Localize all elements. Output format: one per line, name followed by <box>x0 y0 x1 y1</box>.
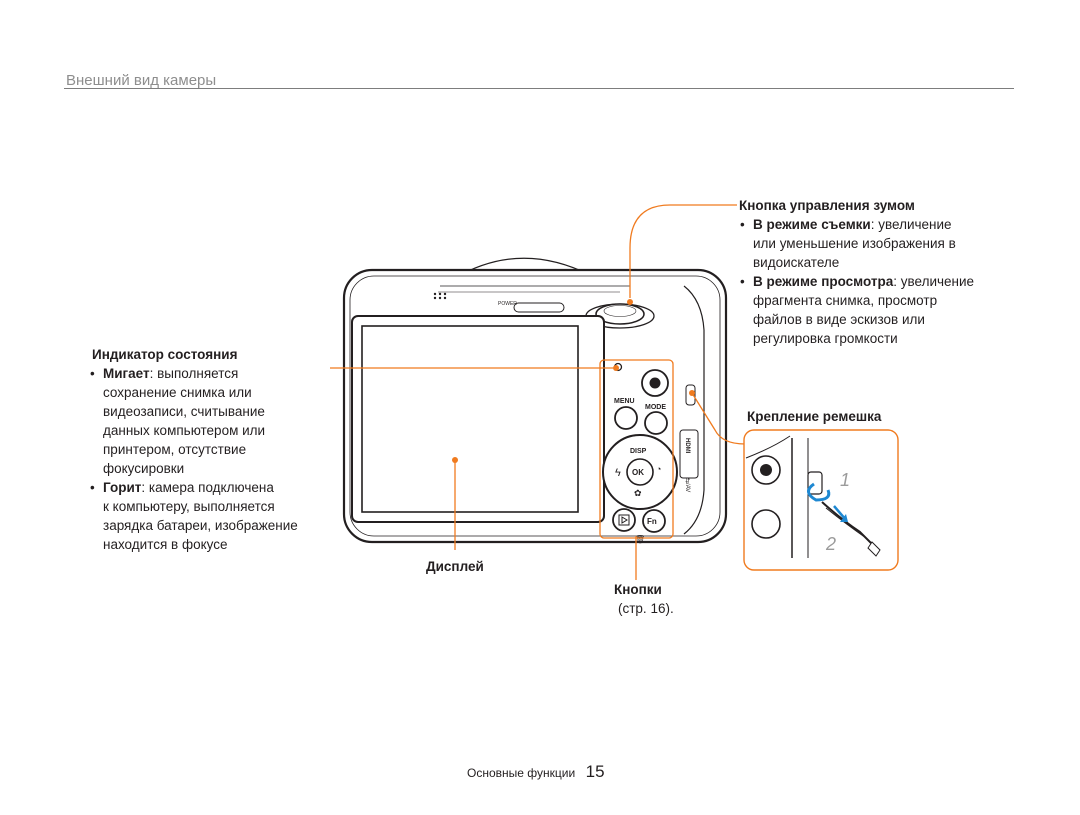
flash-icon: ϟ <box>615 467 621 479</box>
footer-section-name: Основные функции <box>467 766 576 780</box>
buttons-callout-title: Кнопки <box>614 582 662 597</box>
strap-loop <box>807 482 831 502</box>
ok-button <box>626 458 654 486</box>
playback-button <box>612 508 636 532</box>
strap-step-2: 2 <box>825 534 836 554</box>
inset-menu-button <box>751 509 781 539</box>
display-callout-title: Дисплей <box>426 559 484 574</box>
power-label: POWER <box>498 301 517 307</box>
mode-label: MODE <box>645 404 666 411</box>
zoom-callout-line <box>629 204 737 298</box>
zoom-callout: Кнопка управления зумом В режиме съемки:… <box>739 196 974 348</box>
section-title: Внешний вид камеры <box>66 72 217 89</box>
menu-label: MENU <box>614 398 635 405</box>
buttons-page-ref: (стр. 16). <box>618 601 674 616</box>
strap-step-1: 1 <box>840 470 850 490</box>
disp-label: DISP <box>630 448 647 455</box>
macro-icon: ✿ <box>634 488 642 498</box>
timer-icon: ◔ <box>656 464 661 474</box>
buttons-callout: Кнопки (стр. 16). <box>614 580 674 618</box>
strap-inset: 1 2 <box>743 429 899 571</box>
display-screen <box>361 325 579 513</box>
menu-button <box>614 406 638 430</box>
playback-icon <box>618 514 630 526</box>
title-divider <box>64 88 1014 89</box>
mode-button <box>644 411 668 435</box>
hdmi-port-cover <box>679 429 699 479</box>
page-number: 15 <box>585 762 605 781</box>
camera-side <box>683 285 705 535</box>
fn-label: Fn <box>647 517 657 526</box>
camera-illustration: POWER MENU MODE OK DISP ϟ ◔ ✿ Fn 🗑 HDMI … <box>330 204 746 580</box>
zoom-callout-title: Кнопка управления зумом <box>739 198 915 213</box>
power-button <box>513 302 565 313</box>
status-callout: Индикатор состояния Мигает: выполняетсяс… <box>89 345 298 554</box>
fn-button <box>642 509 666 533</box>
strap-callout-line <box>691 392 746 445</box>
hdmi-label: HDMI <box>684 438 690 454</box>
usb-label: ⇆/AV <box>684 478 691 492</box>
camera-body-inner <box>349 275 721 537</box>
delete-icon: 🗑 <box>635 535 645 544</box>
speaker-holes <box>433 292 447 300</box>
page-footer: Основные функции 15 <box>467 762 605 782</box>
ok-label: OK <box>632 468 644 477</box>
list-item: В режиме просмотра: увеличениефрагмента … <box>739 272 974 348</box>
status-callout-title: Индикатор состояния <box>92 347 238 362</box>
strap-callout-title: Крепление ремешка <box>747 409 882 424</box>
shutter-button <box>595 303 645 325</box>
